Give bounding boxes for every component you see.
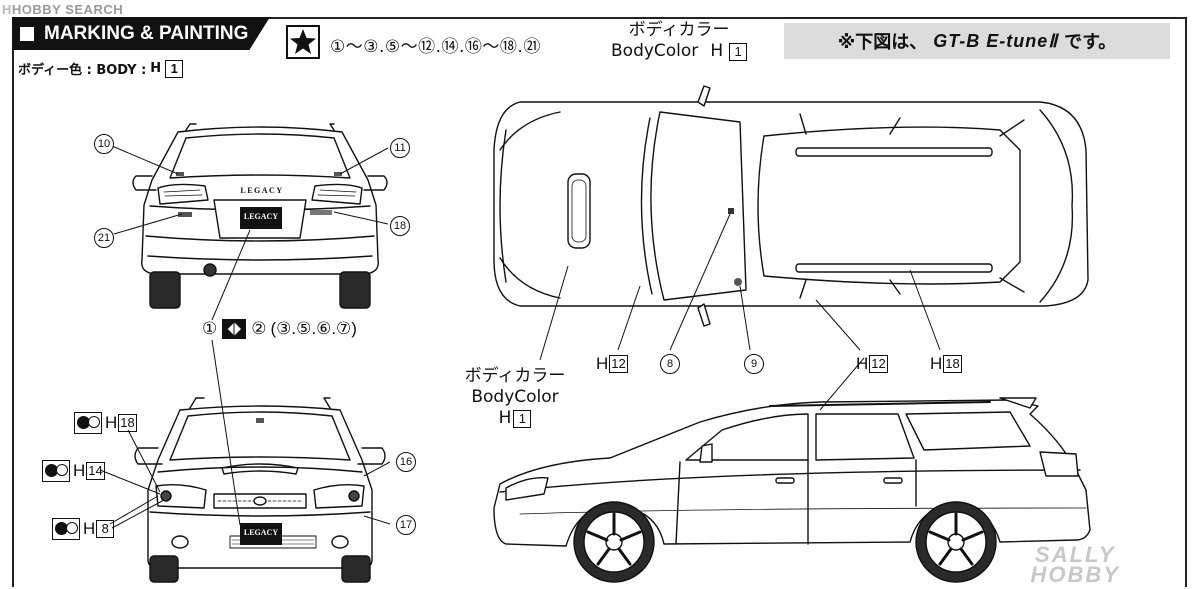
- star-icon: [290, 29, 316, 54]
- top-h18-code: 18: [943, 355, 962, 373]
- watermark-text: HOBBY SEARCH: [11, 2, 124, 17]
- body-color-top-h: H: [710, 41, 724, 61]
- note-prefix: ※下図は、: [837, 32, 928, 53]
- page-frame: [12, 17, 1187, 587]
- decal-rest: (③.⑤.⑥.⑦): [270, 319, 357, 338]
- watermark-line2: HOBBY: [1030, 562, 1120, 587]
- square-bullet-icon: [20, 26, 34, 41]
- body-color-h: H: [150, 61, 162, 76]
- front-paint-h8-code: 8: [96, 520, 115, 538]
- callout-21: 21: [94, 228, 114, 248]
- front-paint-h18-code: 18: [118, 414, 137, 432]
- side-view-car: [493, 397, 1091, 583]
- callout-10: 10: [94, 134, 114, 154]
- body-color-top-code: 1: [729, 42, 748, 61]
- body-color-top-jp: ボディカラー: [628, 20, 730, 40]
- leader-lines: [99, 145, 941, 529]
- two-tone-icon: [42, 460, 70, 482]
- callout-11: 11: [390, 138, 410, 158]
- callout-9: 9: [744, 354, 764, 374]
- callout-17: 17: [396, 515, 416, 535]
- body-color-mid-h: H: [498, 408, 512, 428]
- section-header: MARKING & PAINTING: [12, 17, 270, 50]
- star-parts-list: ①～③.⑤～⑫.⑭.⑯～⑱.㉑: [330, 37, 541, 57]
- note-suffix: です。: [1064, 32, 1117, 53]
- body-color-mid-code: 1: [513, 409, 532, 428]
- two-tone-icon: [74, 412, 102, 434]
- body-color-mid-en: BodyColor: [471, 387, 559, 407]
- decal-1: ①: [202, 319, 218, 338]
- front-paint-h8-h: H: [83, 519, 96, 538]
- body-color-mid-jp: ボディカラー: [464, 366, 566, 386]
- decal-arrow-icon: [222, 319, 247, 339]
- model-note: ※下図は、 GT-B E-tuneⅡ です。: [784, 23, 1170, 59]
- front-paint-h18-h: H: [105, 413, 118, 432]
- front-paint-h14-h: H: [73, 461, 86, 480]
- watermark-line1: SALLY: [1035, 542, 1116, 567]
- body-color-top-en: BodyColor: [611, 41, 699, 61]
- rear-plate-text: LEGACY: [243, 212, 279, 221]
- callout-8: 8: [660, 354, 680, 374]
- top-h12-b-code: 12: [869, 355, 888, 373]
- top-view-car: [493, 85, 1089, 327]
- rear-view-car: [132, 123, 388, 309]
- top-h12-a-code: 12: [609, 355, 628, 373]
- decal-2: ②: [251, 319, 267, 338]
- rear-badge-text: LEGACY: [240, 186, 284, 195]
- body-color-line: ボディー色 : BODY : H 1: [18, 59, 184, 78]
- callout-16: 16: [396, 452, 416, 472]
- callout-18: 18: [390, 216, 410, 236]
- star-box: [286, 25, 320, 59]
- note-model: GT-B E-tuneⅡ: [933, 30, 1059, 51]
- hobby-search-logo-icon: H: [2, 2, 12, 17]
- front-paint-h14-code: 14: [86, 462, 105, 480]
- front-view-car: [134, 397, 386, 583]
- two-tone-icon: [52, 518, 80, 540]
- hobby-search-watermark: HHOBBY SEARCH: [2, 2, 123, 17]
- plates: [240, 207, 282, 545]
- body-color-label: ボディー色 : BODY :: [18, 63, 147, 78]
- section-title: MARKING & PAINTING: [44, 22, 249, 44]
- front-plate-text: LEGACY: [243, 528, 279, 537]
- sally-hobby-watermark: SALLY HOBBY: [1030, 542, 1120, 587]
- decal-group: ① ② (③.⑤.⑥.⑦): [202, 318, 357, 340]
- body-color-code: 1: [165, 59, 184, 78]
